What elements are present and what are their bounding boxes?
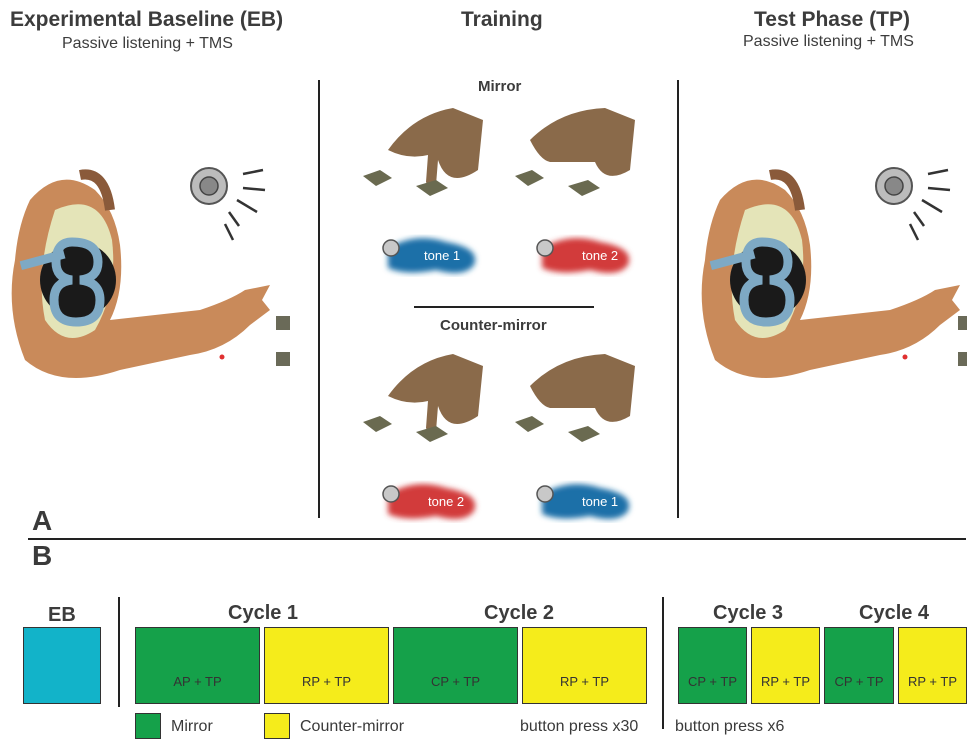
button-right — [276, 352, 290, 366]
panel-a-letter: A — [32, 505, 53, 536]
hand-press-right-counter — [515, 354, 635, 442]
cycle-label-1: Cycle 1 — [228, 602, 299, 624]
block-cycle3-counter: RP + TP — [751, 627, 820, 704]
legend-swatch-counter — [264, 713, 290, 739]
cycle-label-3: Cycle 3 — [713, 602, 784, 624]
block-label: CP + TP — [430, 674, 481, 689]
test-phase-title: Test Phase (TP) — [754, 8, 910, 31]
speaker-icon-test — [875, 167, 951, 241]
mirror-label: Mirror — [478, 78, 522, 95]
test-phase-person-figure — [701, 169, 967, 378]
divider-left — [318, 80, 320, 518]
legend-mirror-text: Mirror — [171, 718, 213, 735]
cycle-label-4: Cycle 4 — [859, 602, 930, 624]
tone-label: tone 1 — [424, 248, 460, 263]
counter-mirror-label: Counter-mirror — [440, 317, 547, 334]
block-cycle1-counter: RP + TP — [264, 627, 389, 704]
block-cycle1-mirror: AP + TP — [135, 627, 260, 704]
speaker-icon — [190, 167, 266, 241]
baseline-title: Experimental Baseline (EB) — [10, 8, 284, 31]
training-separator — [414, 306, 594, 308]
tone-blob-mirror-2: tone 2 — [536, 238, 630, 274]
block-cycle4-mirror: CP + TP — [824, 627, 894, 704]
timeline-divider-right — [662, 597, 664, 729]
note-press-6: button press x6 — [675, 718, 785, 735]
legend-counter-text: Counter-mirror — [300, 718, 405, 735]
block-label: RP + TP — [760, 674, 811, 689]
block-label: RP + TP — [301, 674, 352, 689]
block-cycle4-counter: RP + TP — [898, 627, 967, 704]
tone-blob-counter-1: tone 2 — [382, 484, 476, 520]
note-press-30: button press x30 — [520, 718, 639, 735]
divider-right — [677, 80, 679, 518]
panel-b-letter: B — [32, 540, 53, 571]
button-left — [276, 316, 290, 330]
tone-label: tone 2 — [428, 494, 464, 509]
tone-label: tone 1 — [582, 494, 618, 509]
block-cycle3-mirror: CP + TP — [678, 627, 747, 704]
tone-label: tone 2 — [582, 248, 618, 263]
panel-separator — [28, 538, 966, 540]
test-phase-subtitle: Passive listening + TMS — [743, 33, 914, 50]
tone-blob-counter-2: tone 1 — [536, 484, 630, 520]
eb-label: EB — [48, 604, 76, 626]
training-title: Training — [461, 8, 543, 31]
block-cycle2-mirror: CP + TP — [393, 627, 518, 704]
hand-press-left-counter — [363, 354, 483, 442]
block-label: CP + TP — [834, 674, 884, 689]
block-cycle2-counter: RP + TP — [522, 627, 647, 704]
hand-press-left — [363, 108, 483, 196]
legend-swatch-mirror — [135, 713, 161, 739]
block-label: CP + TP — [687, 674, 738, 689]
baseline-person-figure — [11, 169, 290, 378]
baseline-subtitle: Passive listening + TMS — [62, 35, 233, 52]
block-label: RP + TP — [907, 674, 958, 689]
hand-press-right — [515, 108, 635, 196]
timeline-divider-left — [118, 597, 120, 707]
tone-blob-mirror-1: tone 1 — [382, 238, 476, 274]
block-label: AP + TP — [173, 674, 222, 689]
cycle-label-2: Cycle 2 — [484, 602, 555, 624]
block-label: RP + TP — [559, 674, 610, 689]
eb-block — [23, 627, 101, 704]
